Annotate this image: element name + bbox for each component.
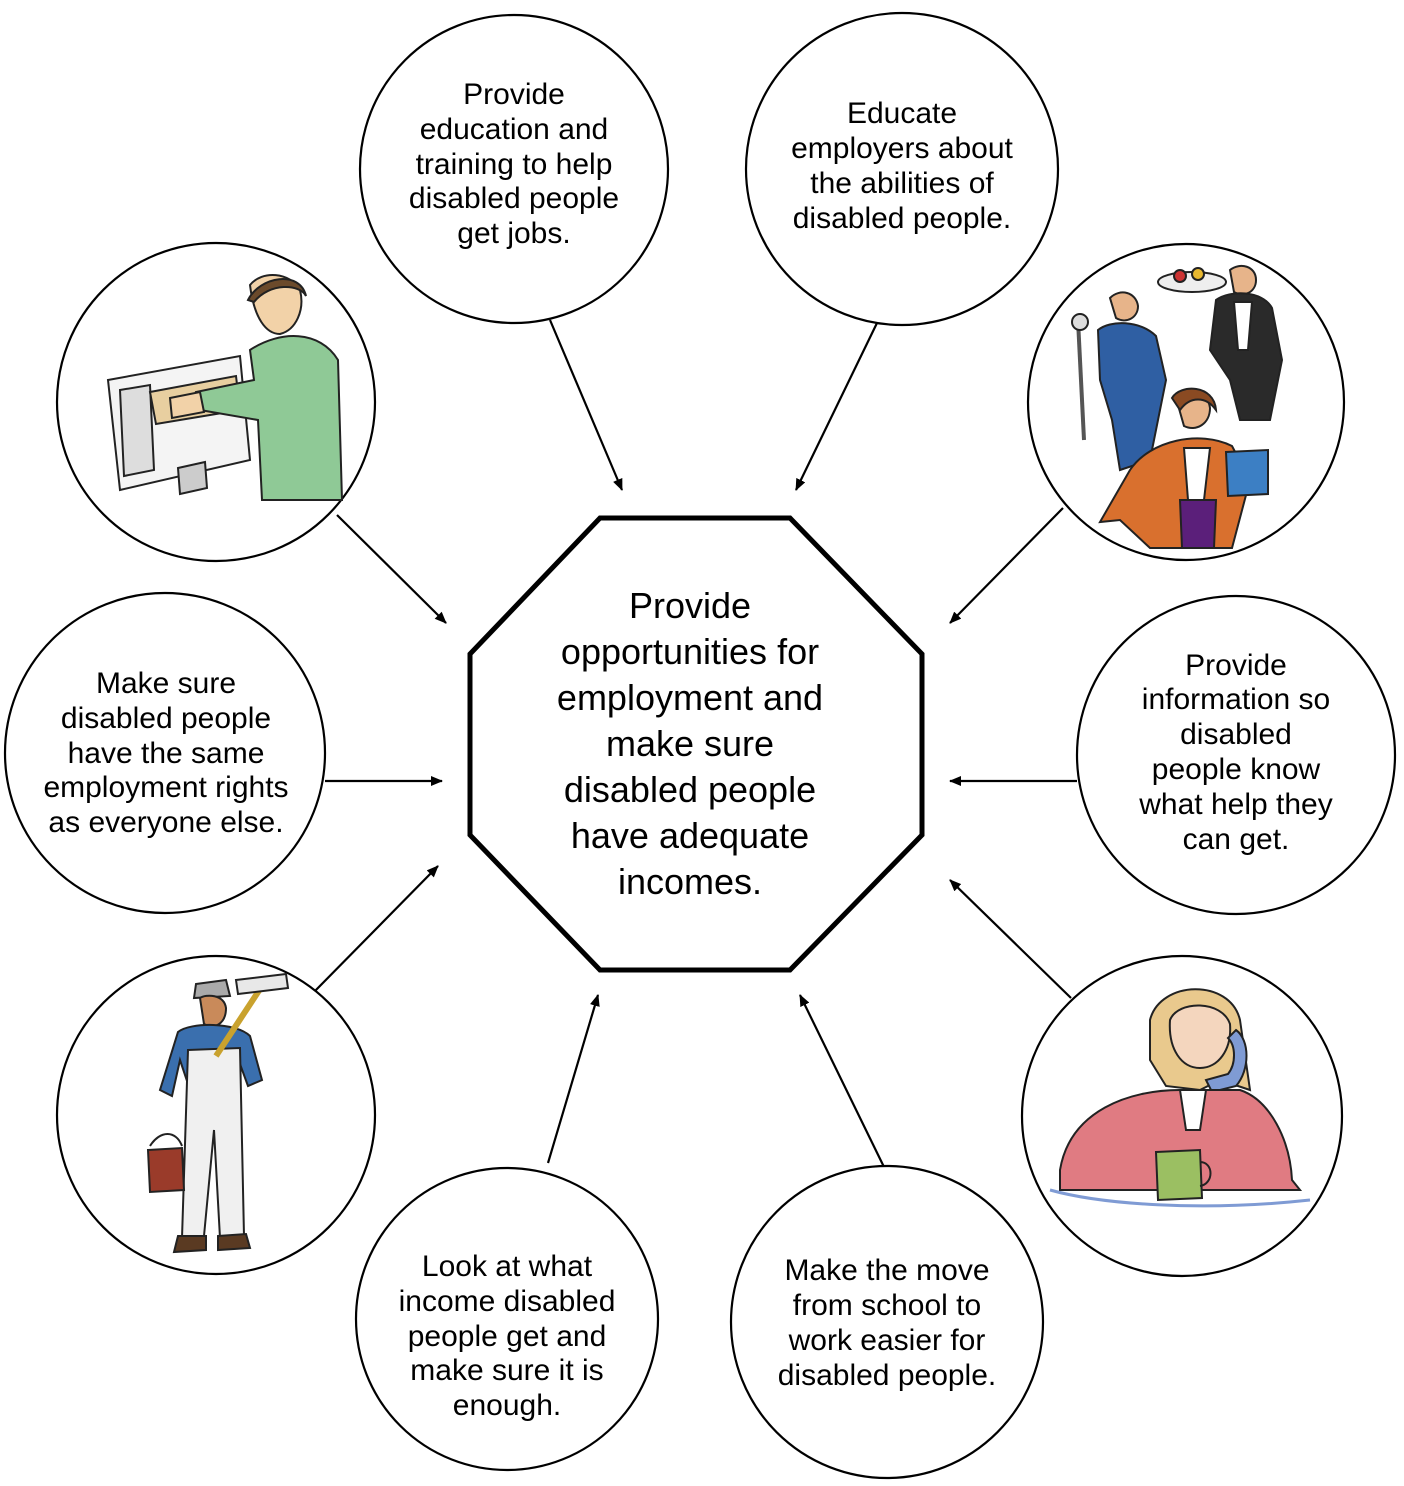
arrow-painter — [312, 865, 439, 994]
circle-information — [1075, 594, 1397, 916]
arrow-workers — [949, 507, 1064, 624]
circle-school-to-work — [729, 1164, 1045, 1480]
bubble-school-to-work-text: Make the move from school to work easier… — [777, 1254, 997, 1392]
arrow-income — [546, 994, 600, 1164]
arrow-phone — [949, 879, 1072, 999]
bubble-employers-text: Educate employers about the abilities of… — [791, 97, 1013, 235]
painter-with-roller-illustration — [146, 972, 290, 1254]
center-octagon — [467, 515, 925, 973]
bubble-income-text: Look at what income disabled people get … — [398, 1250, 616, 1423]
center-text: Provide opportunities for employment and… — [556, 584, 824, 903]
arrow-school-to-work — [799, 994, 885, 1168]
person-filing-cabinet-illustration — [106, 273, 344, 501]
bubble-rights-text: Make sure disabled people have the same … — [43, 667, 289, 840]
circle-employers — [744, 11, 1060, 327]
circle-rights — [3, 591, 327, 915]
circle-income — [354, 1166, 660, 1472]
bubble-information-text: Provide information so disabled people k… — [1139, 648, 1333, 856]
arrow-employers — [795, 322, 878, 491]
woman-on-phone-illustration — [1049, 988, 1311, 1208]
arrow-filing — [336, 514, 447, 624]
arrow-education — [548, 319, 624, 491]
bubble-education-text: Provide education and training to help d… — [408, 78, 620, 251]
circle-education — [358, 13, 670, 325]
group-of-workers-illustration — [1071, 264, 1284, 549]
